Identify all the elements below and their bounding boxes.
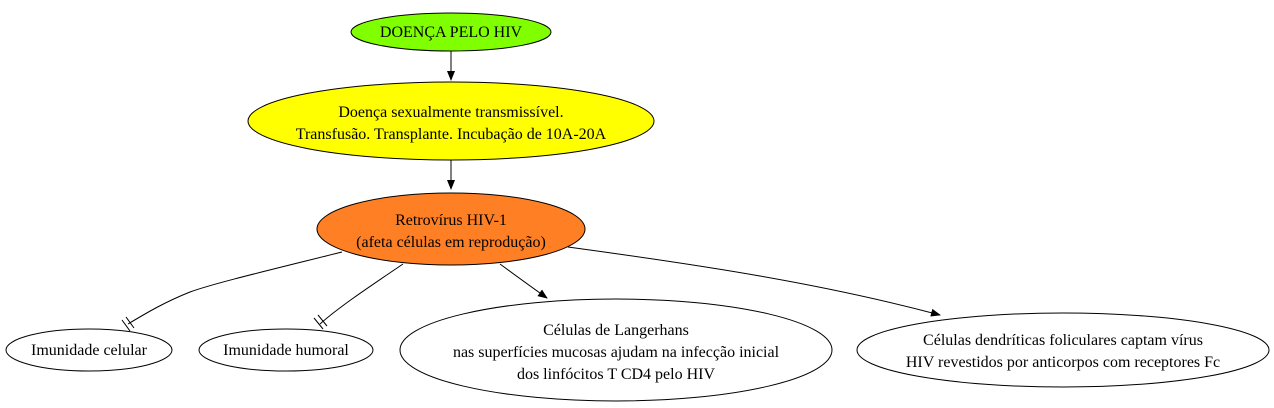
node-celulas-dendriticas-label-line2: HIV revestidos por anticorpos com recept… <box>906 354 1220 371</box>
edges-layer <box>121 51 941 332</box>
node-retrovirus: Retrovírus HIV-1 (afeta células em repro… <box>316 192 586 266</box>
edge-retrovirus-to-dendriticas <box>567 246 941 317</box>
node-celulas-langerhans-label-line1: Células de Langerhans <box>543 322 689 339</box>
node-retrovirus-label-line1: Retrovírus HIV-1 <box>395 212 507 229</box>
node-transmissao-label-line2: Transfusão. Transplante. Incubação de 10… <box>296 126 607 143</box>
node-doenca-pelo-hiv: DOENÇA PELO HIV <box>350 12 552 52</box>
node-retrovirus-label-line2: (afeta células em reprodução) <box>356 234 546 251</box>
node-transmissao-label-line1: Doença sexualmente transmissível. <box>338 104 563 121</box>
edge-retrovirus-to-imunidade-humoral <box>313 263 404 330</box>
edge-retrovirus-to-langerhans <box>499 263 548 299</box>
node-celulas-langerhans: Células de Langerhans nas superfícies mu… <box>399 298 833 402</box>
node-imunidade-humoral: Imunidade humoral <box>198 328 374 372</box>
node-celulas-dendriticas-label-line1: Células dendríticas foliculares captam v… <box>923 332 1203 349</box>
node-imunidade-humoral-shape <box>198 328 374 372</box>
node-celulas-langerhans-label-line3: dos linfócitos T CD4 pelo HIV <box>517 366 716 383</box>
node-imunidade-celular-label: Imunidade celular <box>31 342 148 359</box>
node-transmissao-shape <box>247 81 655 161</box>
node-imunidade-celular-shape <box>5 328 173 372</box>
node-imunidade-humoral-label: Imunidade humoral <box>223 342 349 359</box>
node-doenca-pelo-hiv-label: DOENÇA PELO HIV <box>380 24 523 41</box>
node-imunidade-celular: Imunidade celular <box>5 328 173 372</box>
node-celulas-langerhans-label-line2: nas superfícies mucosas ajudam na infecç… <box>453 344 780 361</box>
node-retrovirus-shape <box>316 192 586 266</box>
node-celulas-dendriticas: Células dendríticas foliculares captam v… <box>856 312 1270 388</box>
node-celulas-langerhans-shape <box>399 298 833 402</box>
node-transmissao: Doença sexualmente transmissível. Transf… <box>247 81 655 161</box>
node-celulas-dendriticas-shape <box>856 312 1270 388</box>
node-doenca-pelo-hiv-shape <box>350 12 552 52</box>
edge-retrovirus-to-imunidade-celular <box>121 251 343 332</box>
nodes-layer: DOENÇA PELO HIV Doença sexualmente trans… <box>5 12 1270 402</box>
